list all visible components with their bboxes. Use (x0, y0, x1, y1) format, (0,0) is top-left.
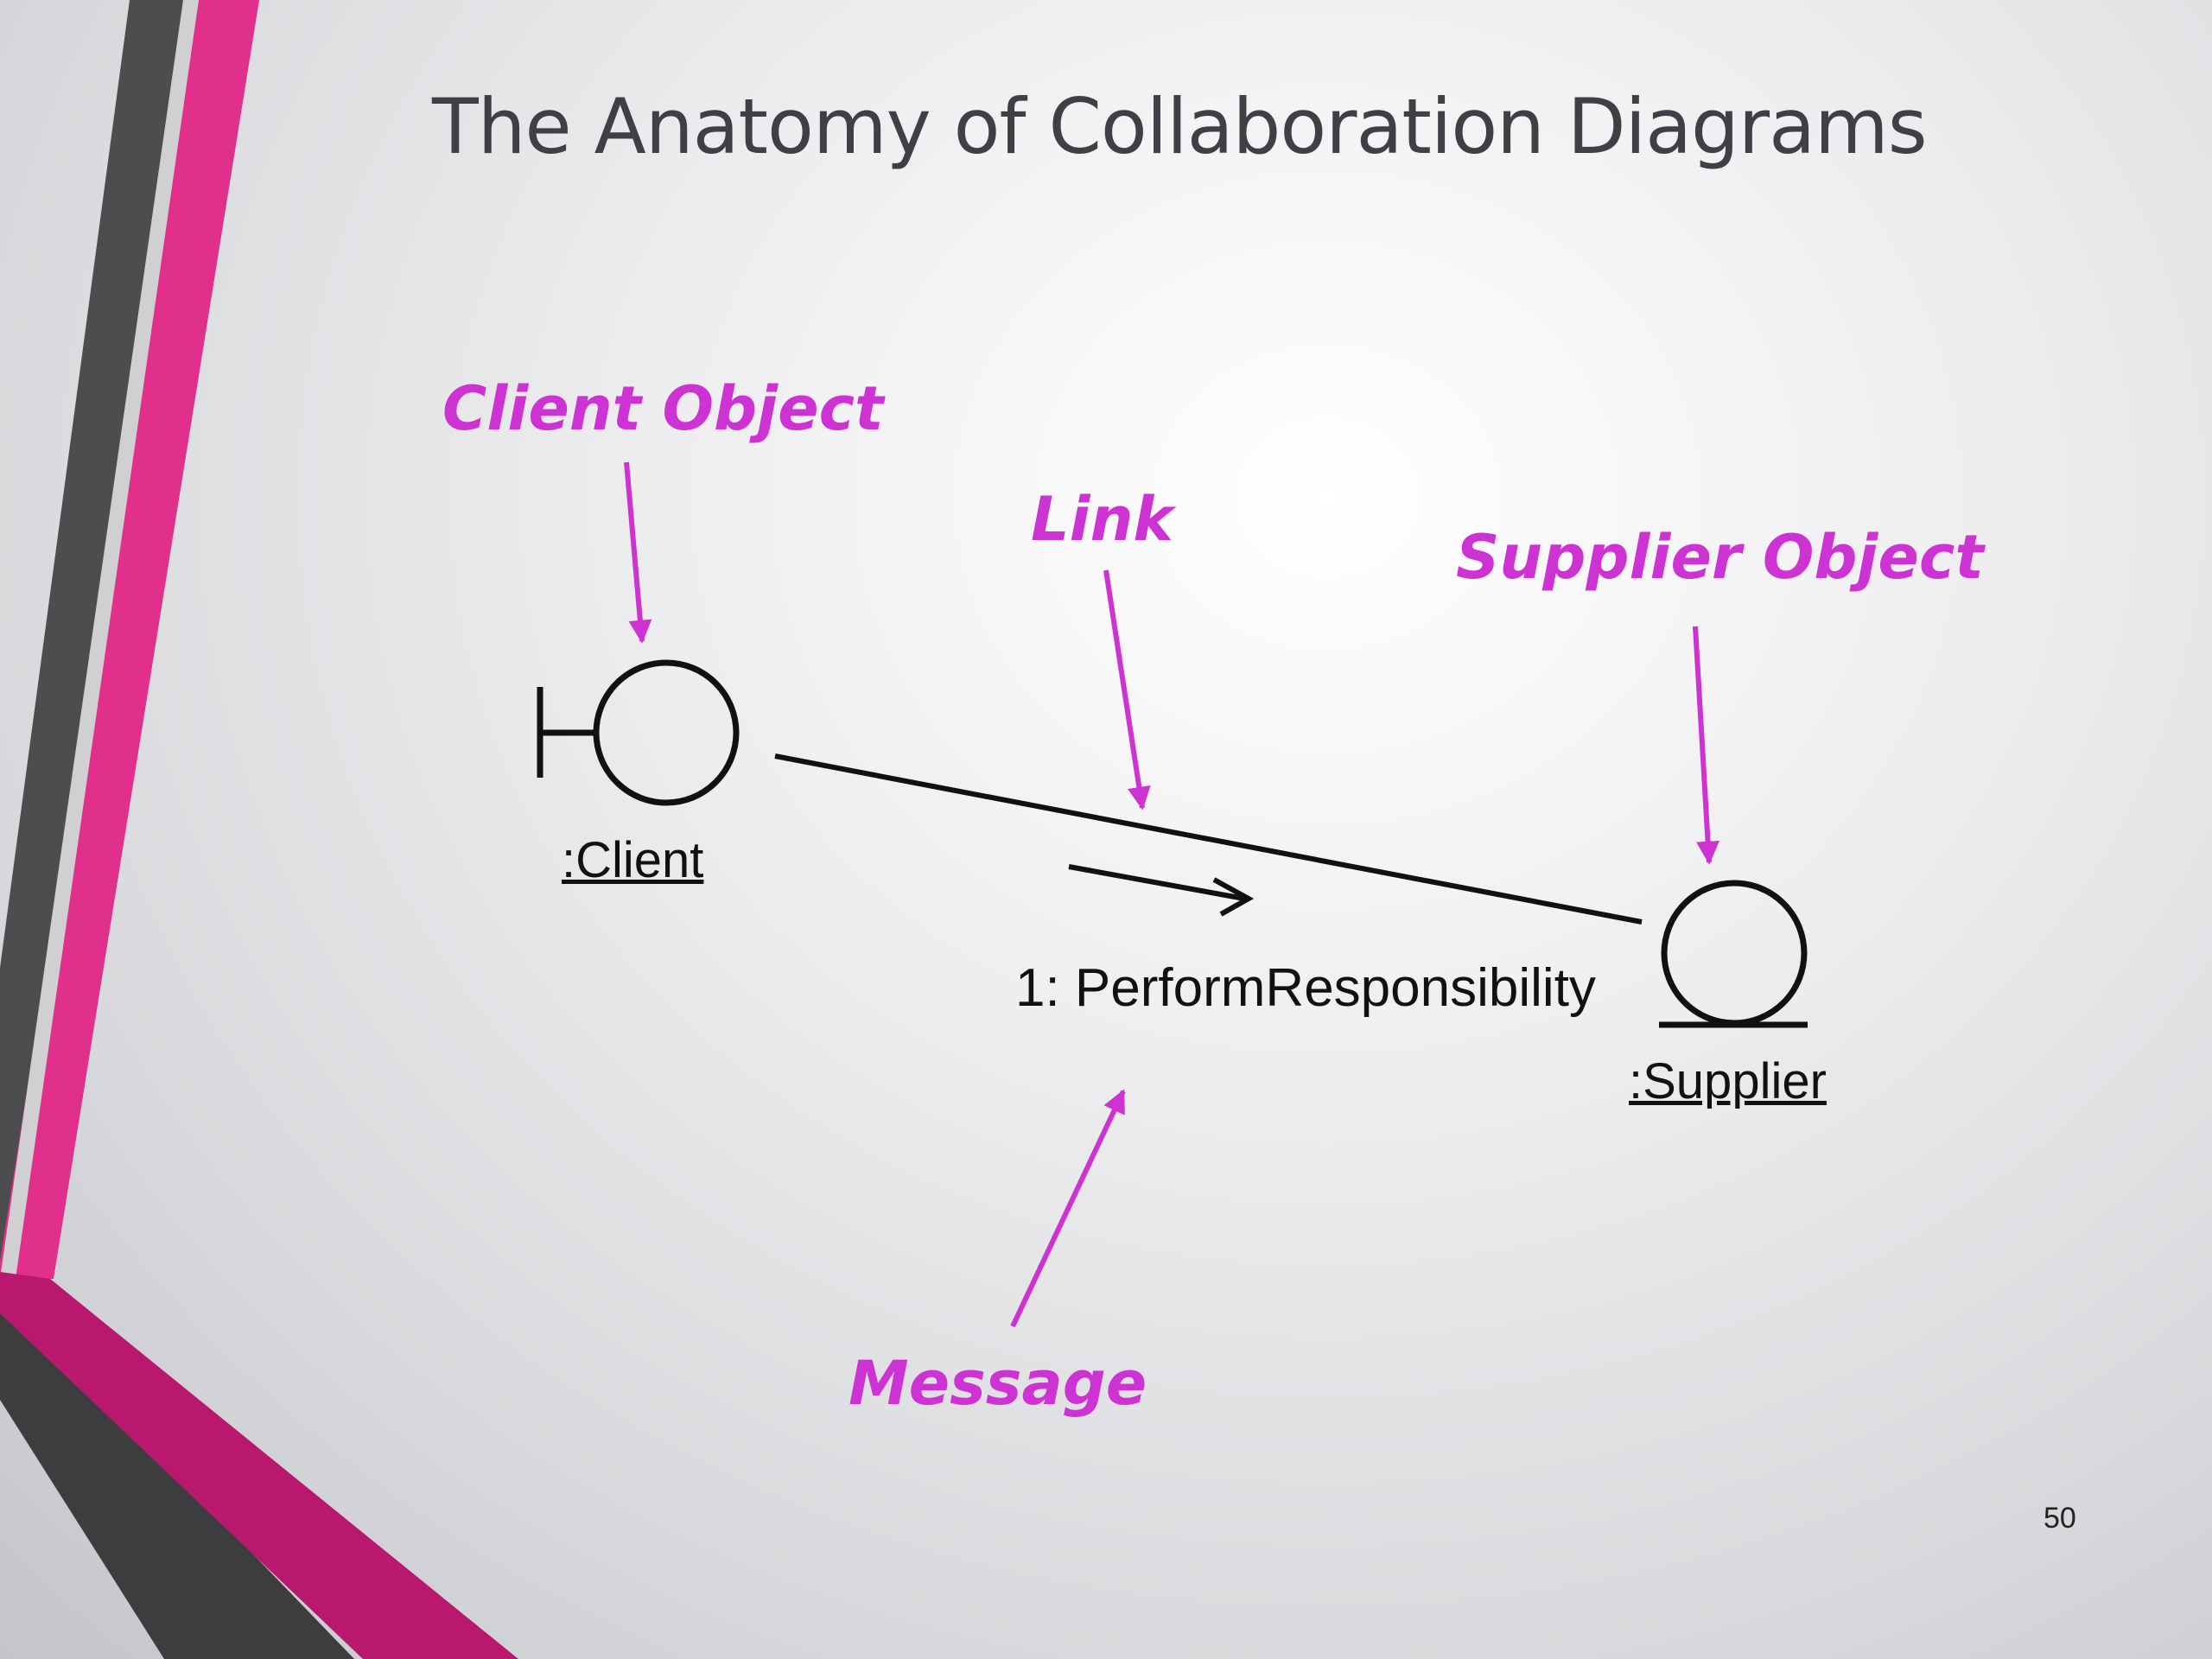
link-callout-arrow (1103, 569, 1151, 810)
message-label: 1: PerformResponsibility (1015, 958, 1596, 1018)
slide-page-number: 50 (2044, 1502, 2076, 1535)
light-gap-band (0, 0, 199, 1279)
slide-title: The Anatomy of Collaboration Diagrams (432, 82, 1928, 171)
client-object-callout: Client Object (442, 373, 884, 444)
message-callout-arrow (1010, 1089, 1126, 1328)
link-line (774, 753, 1643, 925)
client-object-label: :Client (562, 832, 704, 888)
link-callout: Link (1031, 484, 1173, 555)
supplier-object-callout: Supplier Object (1456, 522, 1984, 593)
message-direction-arrow (1068, 864, 1255, 917)
client-object-icon (537, 659, 740, 806)
client-callout-arrow (624, 461, 652, 644)
supplier-object-label: :Supplier (1629, 1053, 1827, 1109)
supplier-callout-arrow (1693, 626, 1720, 865)
message-callout: Message (849, 1348, 1147, 1419)
supplier-object-icon (1659, 880, 1808, 1028)
pink-band-upper (0, 0, 259, 1279)
pink-band-lower (0, 1272, 518, 1659)
